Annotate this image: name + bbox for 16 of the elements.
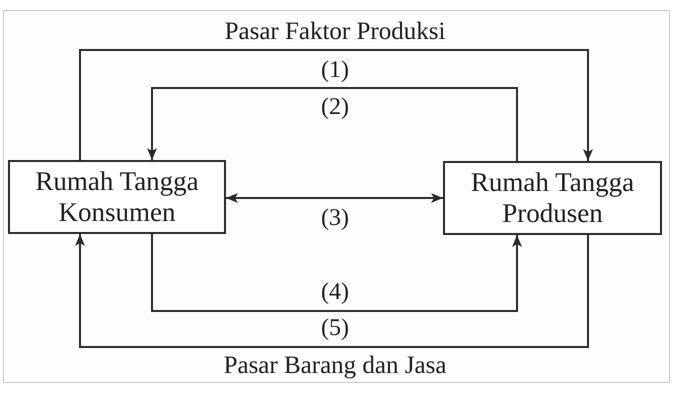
edge-label: (2) [319, 94, 351, 120]
edge-label: (3) [319, 205, 351, 231]
box-label: Rumah Tangga Konsumen [34, 166, 200, 228]
edge-label: (1) [319, 57, 351, 83]
arrow [79, 49, 593, 161]
market-label: Pasar Faktor Produksi [224, 18, 446, 46]
box-label: Rumah Tangga Produsen [470, 167, 636, 229]
entity-box [8, 160, 226, 234]
arrow [147, 87, 518, 161]
arrow [75, 234, 589, 348]
edge-label: (5) [319, 315, 351, 341]
edge-label: (4) [319, 279, 351, 305]
arrow [226, 193, 443, 203]
arrow [151, 234, 522, 312]
market-label: Pasar Barang dan Jasa [224, 352, 446, 380]
entity-box [443, 161, 662, 235]
